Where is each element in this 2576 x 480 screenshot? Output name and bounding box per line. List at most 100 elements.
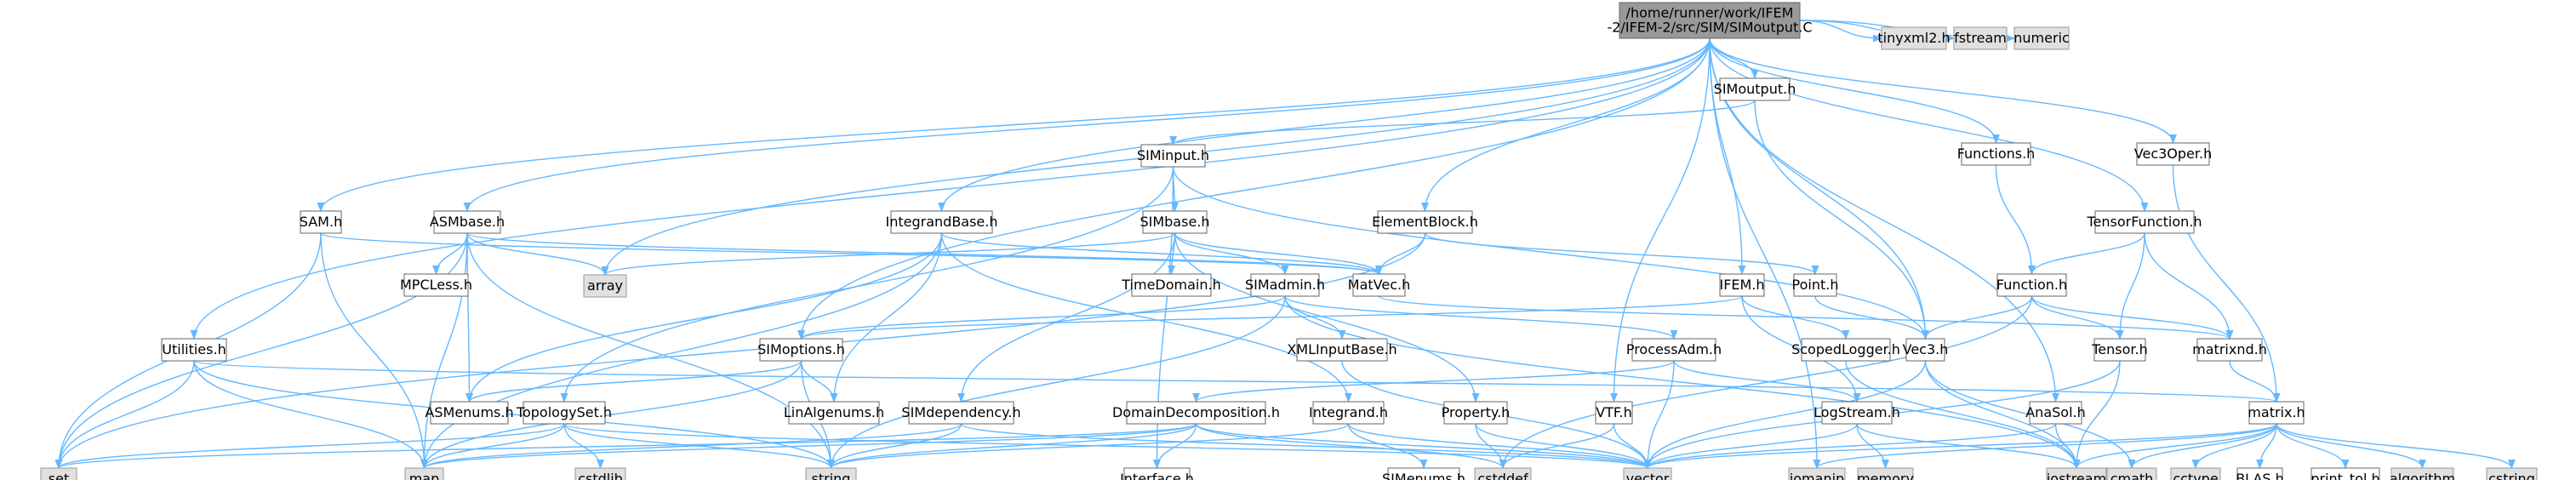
node-box	[1140, 144, 1206, 168]
node-mat-vec[interactable]: MatVec.h	[1348, 273, 1410, 297]
node-ana-sol[interactable]: AnaSol.h	[2025, 401, 2086, 425]
node-label: ElementBlock.h	[1372, 214, 1478, 230]
edge-vtf-to-cstddef	[1499, 423, 1615, 470]
node-box	[2046, 467, 2107, 480]
edge-log-stream-to-memory	[1856, 423, 1889, 470]
node-property[interactable]: Property.h	[1442, 401, 1511, 425]
node-asmbase[interactable]: ASMbase.h	[430, 210, 505, 234]
node-simadmin[interactable]: SIMadmin.h	[1245, 273, 1325, 297]
node-vtf[interactable]: VTF.h	[1595, 401, 1633, 425]
edge-process-adm-to-vector	[1643, 360, 1675, 470]
node-ifem[interactable]: IFEM.h	[1719, 273, 1765, 297]
node-box	[430, 401, 509, 425]
node-matrix[interactable]: matrix.h	[2248, 401, 2305, 425]
node-vec3-oper[interactable]: Vec3Oper.h	[2134, 142, 2212, 166]
edge-domain-decomposition-to-map	[420, 423, 1197, 470]
node-integrand-base[interactable]: IntegrandBase.h	[886, 210, 998, 234]
node-box	[2093, 338, 2146, 362]
node-functions[interactable]: Functions.h	[1957, 142, 2036, 166]
edge-integrand-base-to-asmenums	[466, 232, 943, 403]
edge-point-to-vec3	[1814, 295, 1929, 340]
node-asmenums[interactable]: ASMenums.h	[425, 401, 514, 425]
node-domain-decomposition[interactable]: DomainDecomposition.h	[1112, 401, 1280, 425]
node-lin-algenums[interactable]: LinAlgenums.h	[784, 401, 884, 425]
node-box	[1619, 2, 1801, 39]
edge-root-to-integrand-base	[938, 37, 1711, 213]
node-simenums[interactable]: SIMenums.h	[1382, 467, 1465, 480]
node-label: map	[409, 471, 440, 480]
node-vec3[interactable]: Vec3.h	[1903, 338, 1949, 362]
node-box	[583, 274, 627, 298]
node-mpcless[interactable]: MPCLess.h	[400, 273, 472, 297]
node-box	[523, 401, 606, 425]
node-box	[40, 467, 77, 480]
node-label: DomainDecomposition.h	[1112, 404, 1280, 420]
node-process-adm[interactable]: ProcessAdm.h	[1626, 338, 1722, 362]
node-label: SIMinput.h	[1137, 147, 1209, 163]
edge-tensor-to-iostream	[2072, 360, 2121, 470]
edge-sam-to-mat-vec	[320, 232, 1383, 276]
node-siminput[interactable]: SIMinput.h	[1137, 144, 1209, 168]
node-tensor[interactable]: Tensor.h	[2091, 338, 2148, 362]
node-label: cstring	[2488, 471, 2535, 480]
node-label: vector	[1626, 471, 1670, 480]
node-simbase[interactable]: SIMbase.h	[1139, 210, 1210, 234]
node-tinyxml2: tinyxml2.h	[1877, 26, 1951, 50]
node-interface[interactable]: Interface.h	[1120, 467, 1194, 480]
node-label: ASMbase.h	[430, 214, 505, 230]
node-box	[1387, 467, 1460, 480]
node-box	[300, 210, 342, 234]
node-simoptions[interactable]: SIMoptions.h	[757, 338, 845, 362]
node-root[interactable]: /home/runner/work/IFEM-2/IFEM-2/src/SIM/…	[1607, 2, 1813, 39]
edge-utilities-to-string	[193, 360, 835, 470]
edge-root-to-iomanip	[1709, 37, 1821, 470]
node-label: MatVec.h	[1348, 277, 1410, 293]
node-xmlinput-base[interactable]: XMLInputBase.h	[1287, 338, 1397, 362]
node-box	[1881, 26, 1947, 50]
edge-root-to-simoptions	[797, 37, 1711, 340]
edge-simoutput-to-vec3	[1754, 100, 1929, 340]
node-matrixnd[interactable]: matrixnd.h	[2192, 338, 2267, 362]
node-label: Property.h	[1442, 404, 1511, 420]
node-scoped-logger[interactable]: ScopedLogger.h	[1791, 338, 1900, 362]
node-label: Function.h	[1996, 277, 2067, 293]
node-vector: vector	[1623, 467, 1672, 480]
edge-simoutput-to-siminput	[1169, 100, 1756, 146]
node-label: Vec3Oper.h	[2134, 146, 2212, 162]
node-box	[788, 401, 880, 425]
node-blas[interactable]: BLAS.h	[2236, 467, 2284, 480]
edge-domain-decomposition-to-string	[827, 423, 1197, 470]
node-box	[1996, 273, 2067, 297]
edge-simdependency-to-vector	[960, 423, 1652, 470]
node-element-block[interactable]: ElementBlock.h	[1372, 210, 1478, 234]
edge-topology-set-to-vector	[563, 423, 1651, 470]
node-utilities[interactable]: Utilities.h	[161, 338, 227, 362]
node-function[interactable]: Function.h	[1996, 273, 2067, 297]
node-label: SIMoutput.h	[1714, 81, 1796, 97]
node-cstring: cstring	[2486, 467, 2538, 480]
node-box	[2310, 467, 2380, 480]
node-integrand[interactable]: Integrand.h	[1309, 401, 1388, 425]
node-tensor-function[interactable]: TensorFunction.h	[2086, 210, 2202, 234]
node-box	[2094, 210, 2195, 234]
node-simoutput[interactable]: SIMoutput.h	[1714, 77, 1796, 101]
node-print-tol[interactable]: print_tol.h	[2310, 467, 2380, 480]
node-simdependency[interactable]: SIMdependency.h	[901, 401, 1021, 425]
node-topology-set[interactable]: TopologySet.h	[516, 401, 612, 425]
node-log-stream[interactable]: LogStream.h	[1813, 401, 1900, 425]
node-label: memory	[1857, 471, 1914, 480]
edge-integrand-to-string	[827, 423, 1350, 470]
node-time-domain[interactable]: TimeDomain.h	[1121, 273, 1221, 297]
edge-asmbase-to-map	[420, 232, 468, 470]
node-box	[890, 210, 993, 234]
node-box	[1623, 467, 1672, 480]
node-sam[interactable]: SAM.h	[300, 210, 342, 234]
edge-ifem-to-simoptions	[797, 295, 1743, 340]
edge-matrix-to-cmath	[2128, 423, 2277, 470]
edge-matrix-to-iomanip	[1813, 423, 2277, 470]
edge-topology-set-to-cstdlib	[563, 423, 604, 470]
node-point[interactable]: Point.h	[1792, 273, 1839, 297]
node-box	[1631, 338, 1716, 362]
node-label: SAM.h	[300, 214, 342, 230]
node-label: MPCLess.h	[400, 277, 472, 293]
